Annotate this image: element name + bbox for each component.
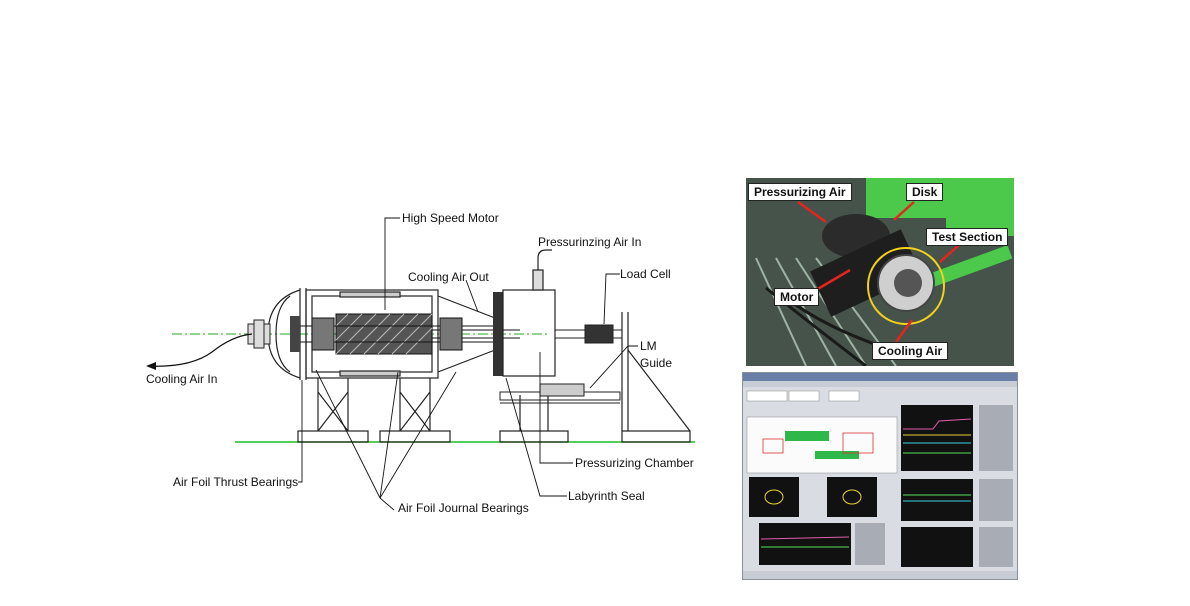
label-high-speed-motor: High Speed Motor xyxy=(402,211,499,225)
load-cell xyxy=(555,324,622,344)
label-lm-guide-line1: LM xyxy=(640,339,657,353)
photo-label-motor: Motor xyxy=(774,288,820,306)
photo-label-disk: Disk xyxy=(906,183,944,201)
lm-guide xyxy=(499,383,621,404)
daq-software-screenshot xyxy=(742,372,1018,580)
cooling-air-in-arrow xyxy=(146,362,156,370)
pressurizing-chamber xyxy=(502,249,556,377)
photo-label-test-section: Test Section xyxy=(926,228,1009,246)
test-rig-photo: Pressurizing Air Disk Test Section Motor… xyxy=(746,178,1014,366)
label-load-cell: Load Cell xyxy=(620,267,671,281)
label-lm-guide-line2: Guide xyxy=(640,356,672,370)
test-rig-photo-drawing xyxy=(746,178,1014,366)
cooling-air-hose xyxy=(147,333,253,367)
daq-software-drawing xyxy=(743,373,1017,579)
label-pressurizing-chamber: Pressurizing Chamber xyxy=(575,456,694,470)
label-air-foil-thrust-bearings: Air Foil Thrust Bearings xyxy=(173,475,298,489)
disk-seal xyxy=(493,292,503,376)
label-pressurizing-air-in: Pressurinzing Air In xyxy=(538,235,641,249)
rotor-assembly xyxy=(290,313,520,355)
label-air-foil-journal-bearings: Air Foil Journal Bearings xyxy=(398,501,529,515)
label-cooling-air-out: Cooling Air Out xyxy=(408,270,489,284)
leader-lines xyxy=(298,217,638,511)
photo-label-cooling-air: Cooling Air xyxy=(872,342,949,360)
label-cooling-air-in: Cooling Air In xyxy=(146,372,217,386)
photo-label-pressurizing-air: Pressurizing Air xyxy=(748,183,852,201)
label-labyrinth-seal: Labyrinth Seal xyxy=(568,489,645,503)
